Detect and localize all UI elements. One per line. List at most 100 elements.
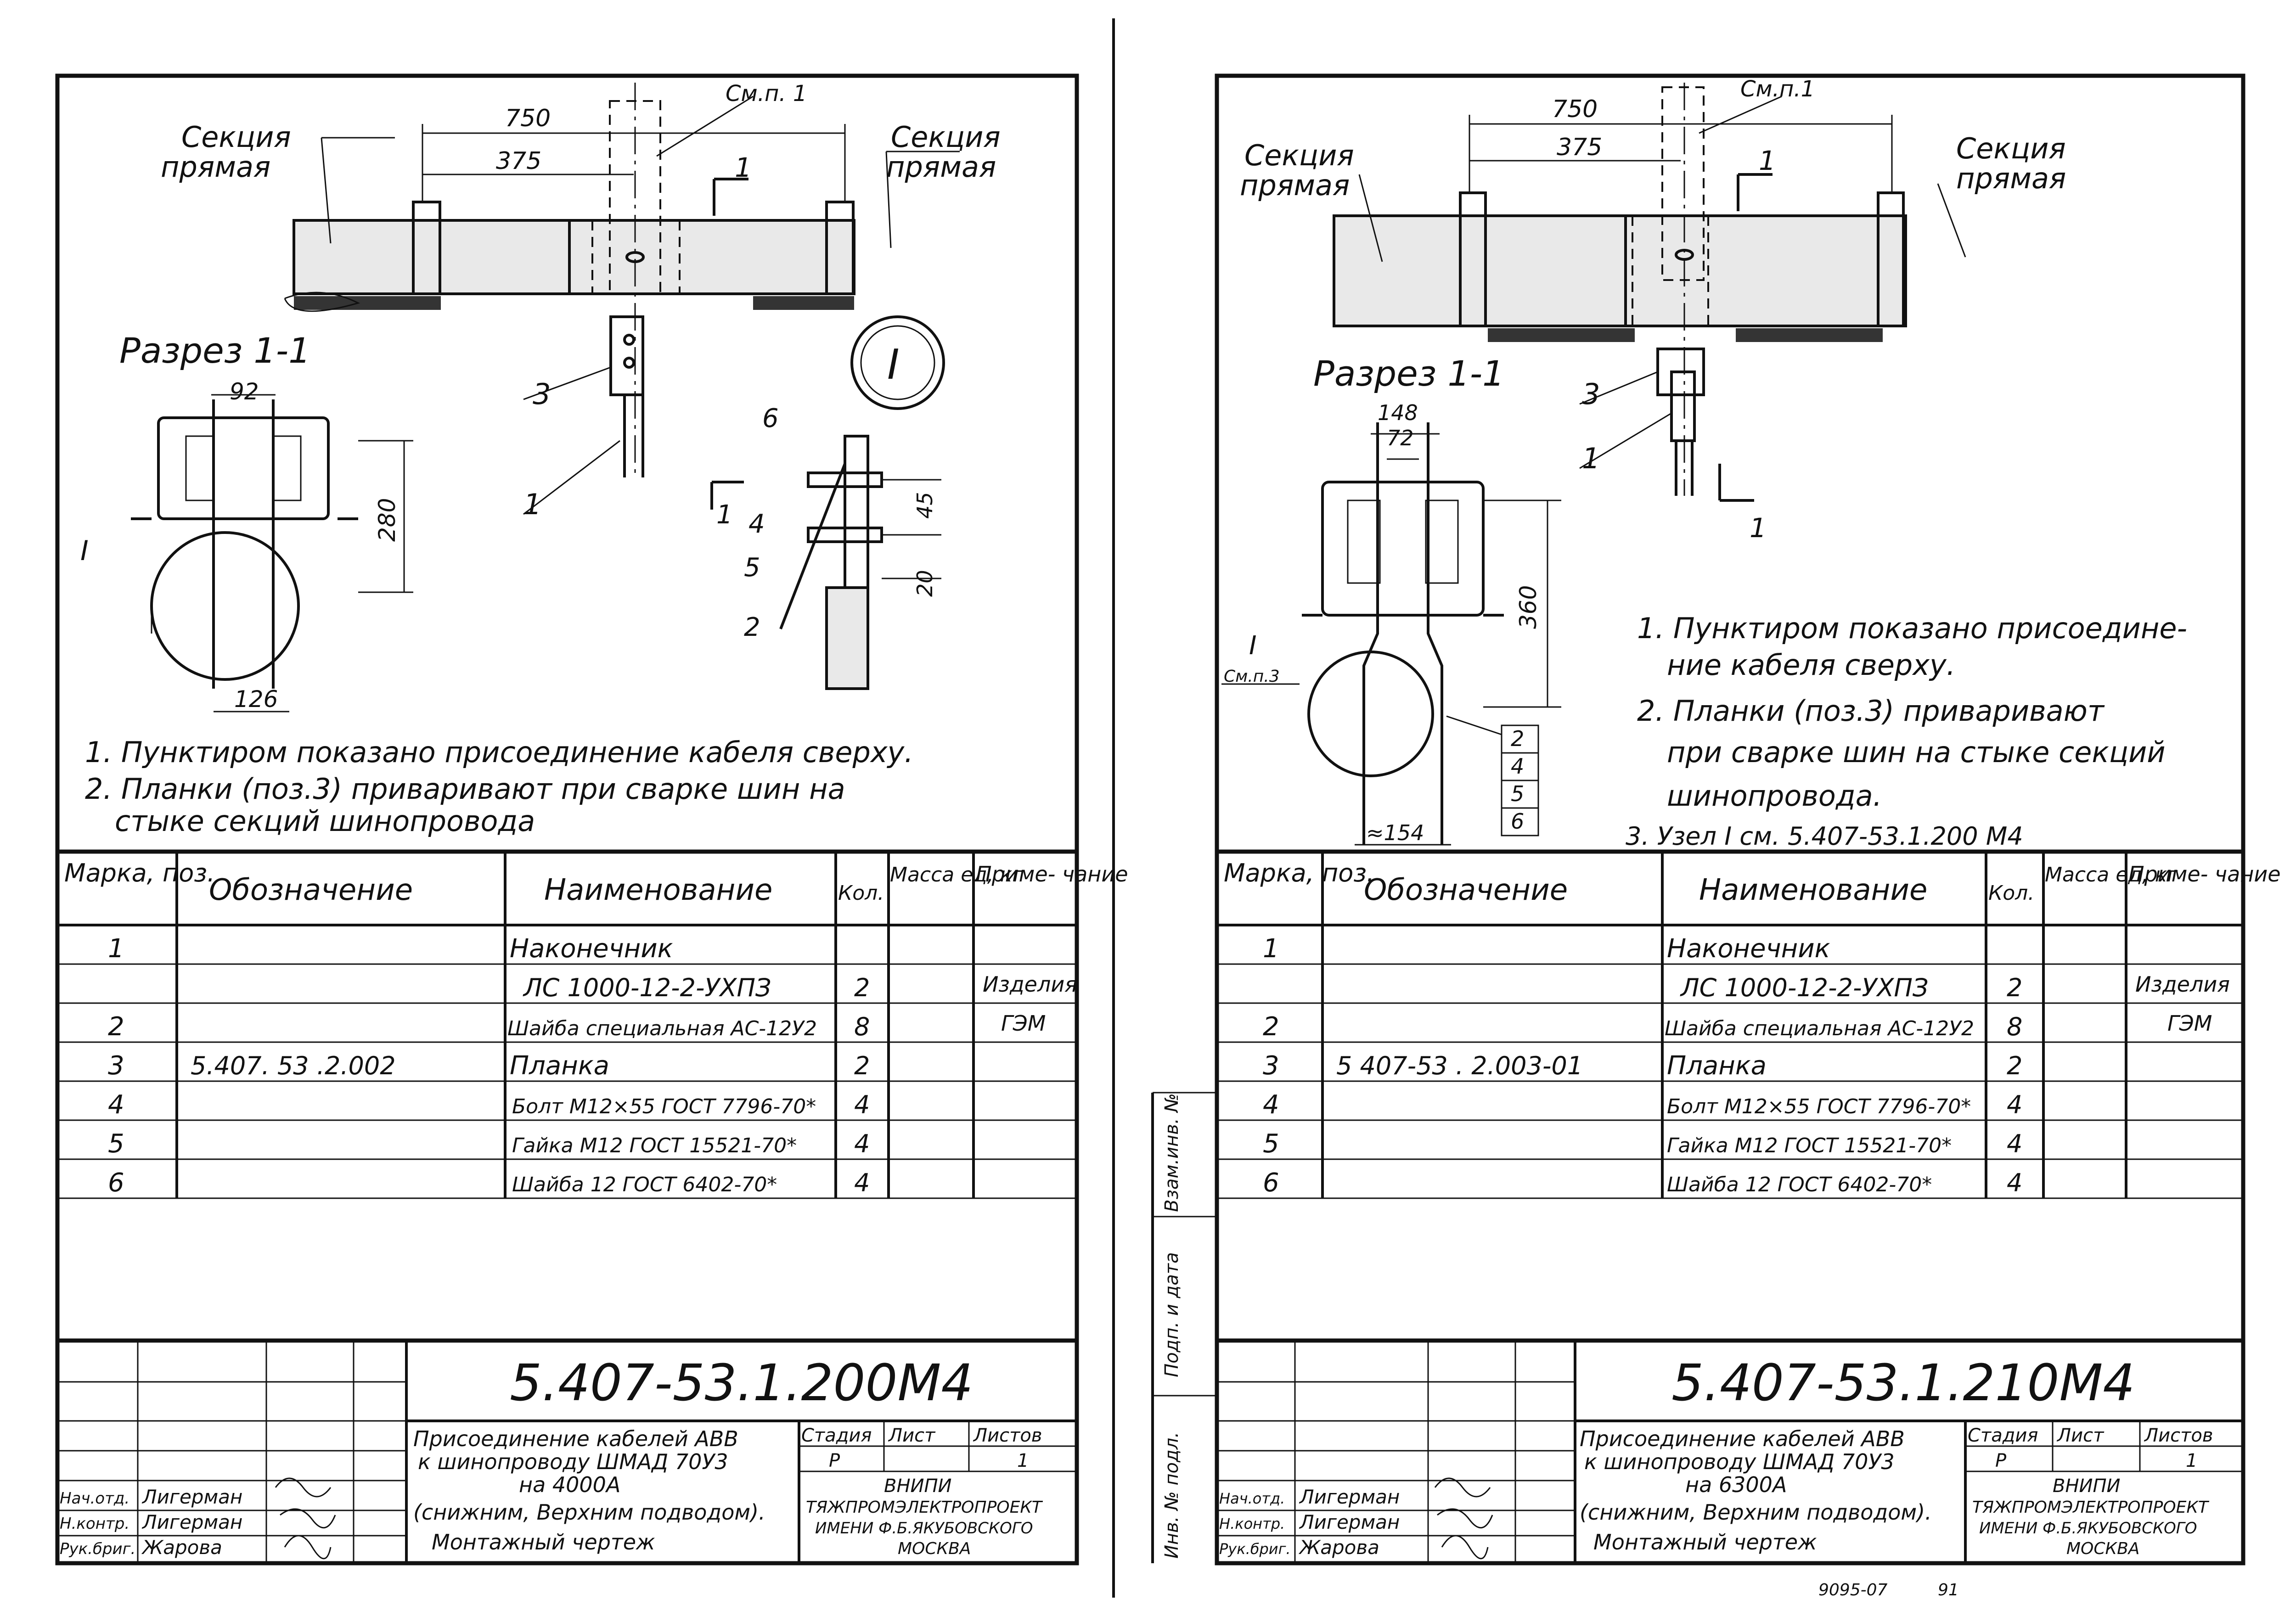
- table-row-2-name-r: ЛС 1000-12-2-УХПЗ: [1680, 973, 1929, 1002]
- side-label-2: Подп. и дата: [1161, 1252, 1182, 1377]
- signer-1-role: Нач.отд.: [60, 1489, 129, 1508]
- sheet-left: Секция прямая Секция прямая 750 375 См.п…: [55, 18, 1128, 1598]
- signer-3-name-r: Жарова: [1298, 1536, 1379, 1559]
- table-row-3-qty: 8: [854, 1012, 870, 1041]
- section-view: [131, 394, 413, 713]
- table-row-6-qty: 4: [854, 1129, 870, 1158]
- table-row-7-mark-r: 6: [1263, 1168, 1279, 1198]
- dimension-126: 126: [234, 686, 278, 713]
- table-row-1-name-r: Наконечник: [1667, 934, 1830, 964]
- node-reference: См.п.3: [1224, 667, 1280, 686]
- stack-callout-6: 6: [1511, 809, 1524, 834]
- section-left-label-2: прямая: [161, 150, 270, 184]
- signer-3-role-r: Рук.бриг.: [1219, 1540, 1291, 1558]
- section-left-label-1-r: Секция: [1244, 139, 1354, 172]
- callout-3-r: 3: [1582, 377, 1600, 411]
- title-line-4-r: (снижним, Верхним подводом).: [1580, 1500, 1932, 1525]
- note-2-r: 2. Планки (поз.3) приваривают: [1637, 694, 2105, 728]
- table-header-note: Приме- чание: [976, 862, 1128, 887]
- table-row-5-mark: 4: [108, 1090, 124, 1120]
- table-row-5-qty: 4: [854, 1090, 870, 1119]
- table-row-7-qty: 4: [854, 1168, 870, 1197]
- dimension-20: 20: [912, 570, 937, 597]
- table-header-designation-r: Обозначение: [1364, 873, 1568, 907]
- table-header-note-r: Приме- чание: [2128, 862, 2281, 887]
- table-row-2-name: ЛС 1000-12-2-УХПЗ: [523, 973, 771, 1002]
- title-line-2-r: к шинопроводу ШМАД 70У3: [1584, 1449, 1895, 1474]
- document-code-r: 5.407-53.1.210М4: [1671, 1353, 2135, 1412]
- dimension-360: 360: [1515, 585, 1542, 629]
- table-row-2-qty: 2: [854, 973, 870, 1002]
- cut-mark-r: 1: [1759, 145, 1776, 176]
- side-label-3: Инв. № подл.: [1161, 1432, 1182, 1559]
- sheets-header-r: Листов: [2144, 1425, 2213, 1446]
- stack-callout-4: 4: [1511, 754, 1524, 779]
- table-row-3-mark: 2: [108, 1012, 124, 1042]
- table-row-1-mark: 1: [108, 934, 124, 964]
- section-node-mark: I: [80, 535, 89, 567]
- table-row-6-mark: 5: [108, 1129, 124, 1159]
- section-title-r: Разрез 1-1: [1313, 353, 1505, 394]
- note-1b-r: ние кабеля сверху.: [1667, 648, 1955, 682]
- cut-mark-bottom-r: 1: [1750, 512, 1767, 544]
- table-row-3-name: Шайба специальная АС-12У2: [507, 1017, 817, 1040]
- stage-header: Стадия: [801, 1425, 872, 1446]
- table-row-3-note-r: ГЭМ: [2167, 1011, 2212, 1036]
- table-row-4-name: Планка: [510, 1051, 609, 1081]
- stage-value: Р: [829, 1450, 840, 1471]
- table-row-2-note-r: Изделия: [2135, 972, 2230, 997]
- section-right-label-2: прямая: [886, 150, 996, 184]
- signer-1-role-r: Нач.отд.: [1219, 1490, 1285, 1507]
- table-header-name-r: Наименование: [1699, 873, 1927, 907]
- table-row-4-name-r: Планка: [1667, 1051, 1767, 1081]
- stack-callout-2: 2: [1511, 726, 1524, 751]
- table-header-name: Наименование: [544, 873, 772, 907]
- node-mark-circle: [850, 315, 945, 410]
- node-detail: [710, 435, 941, 690]
- table-row-4-designation-r: 5 407-53 . 2.003-01: [1336, 1051, 1583, 1080]
- table-row-5-qty-r: 4: [2007, 1090, 2022, 1119]
- table-row-4-mark-r: 3: [1263, 1051, 1279, 1081]
- org-line-4: МОСКВА: [898, 1539, 971, 1558]
- table-row-1-name: Наконечник: [510, 934, 673, 964]
- note-3-r: 3. Узел I см. 5.407-53.1.200 М4: [1626, 822, 2023, 851]
- stage-value-r: Р: [1995, 1450, 2007, 1471]
- title-line-5: Монтажный чертеж: [432, 1530, 655, 1554]
- title-line-1-r: Присоединение кабелей АВВ: [1580, 1426, 1905, 1451]
- stack-callout-5: 5: [1511, 781, 1524, 806]
- table-row-3-note: ГЭМ: [1001, 1011, 1046, 1036]
- table-row-7-name: Шайба 12 ГОСТ 6402-70*: [512, 1173, 777, 1196]
- org-line-1: ВНИПИ: [884, 1476, 951, 1497]
- dimension-375: 375: [496, 147, 541, 175]
- callout-4: 4: [748, 509, 765, 539]
- table-row-4-qty: 2: [854, 1051, 870, 1080]
- busbar-plan-view: [284, 83, 960, 477]
- signer-2-name: Лигерман: [141, 1511, 242, 1533]
- signer-3-role: Рук.бриг.: [60, 1540, 135, 1558]
- dimension-280: 280: [374, 498, 400, 542]
- dimension-375-r: 375: [1557, 134, 1602, 161]
- callout-3: 3: [533, 377, 551, 411]
- signature-marks: [275, 1477, 336, 1560]
- note-2c-r: шинопровода.: [1667, 779, 1882, 813]
- note-3: стыке секций шинопровода: [115, 804, 535, 838]
- table-row-3-mark-r: 2: [1263, 1012, 1279, 1042]
- table-header-mark: Марка, поз.: [64, 858, 215, 887]
- side-label-1: Взам.инв. №: [1161, 1093, 1182, 1212]
- note-2b-r: при сварке шин на стыке секций: [1667, 735, 2166, 769]
- section-right-label-1-r: Секция: [1956, 132, 2066, 165]
- table-row-3-name-r: Шайба специальная АС-12У2: [1665, 1017, 1974, 1040]
- signer-1-name-r: Лигерман: [1299, 1486, 1400, 1508]
- signer-3-name: Жарова: [141, 1536, 222, 1559]
- callout-2: 2: [744, 612, 760, 642]
- parts-table: [57, 849, 1077, 1199]
- cut-mark: 1: [735, 152, 752, 183]
- section-node-mark-r: I: [1249, 631, 1257, 661]
- table-row-7-mark: 6: [108, 1168, 124, 1198]
- dimension-154: ≈154: [1366, 820, 1424, 845]
- signer-2-role: Н.контр.: [60, 1515, 129, 1533]
- sheet-frame-right: [1215, 73, 2245, 1566]
- dimension-750: 750: [505, 105, 551, 132]
- table-row-2-qty-r: 2: [2007, 973, 2022, 1002]
